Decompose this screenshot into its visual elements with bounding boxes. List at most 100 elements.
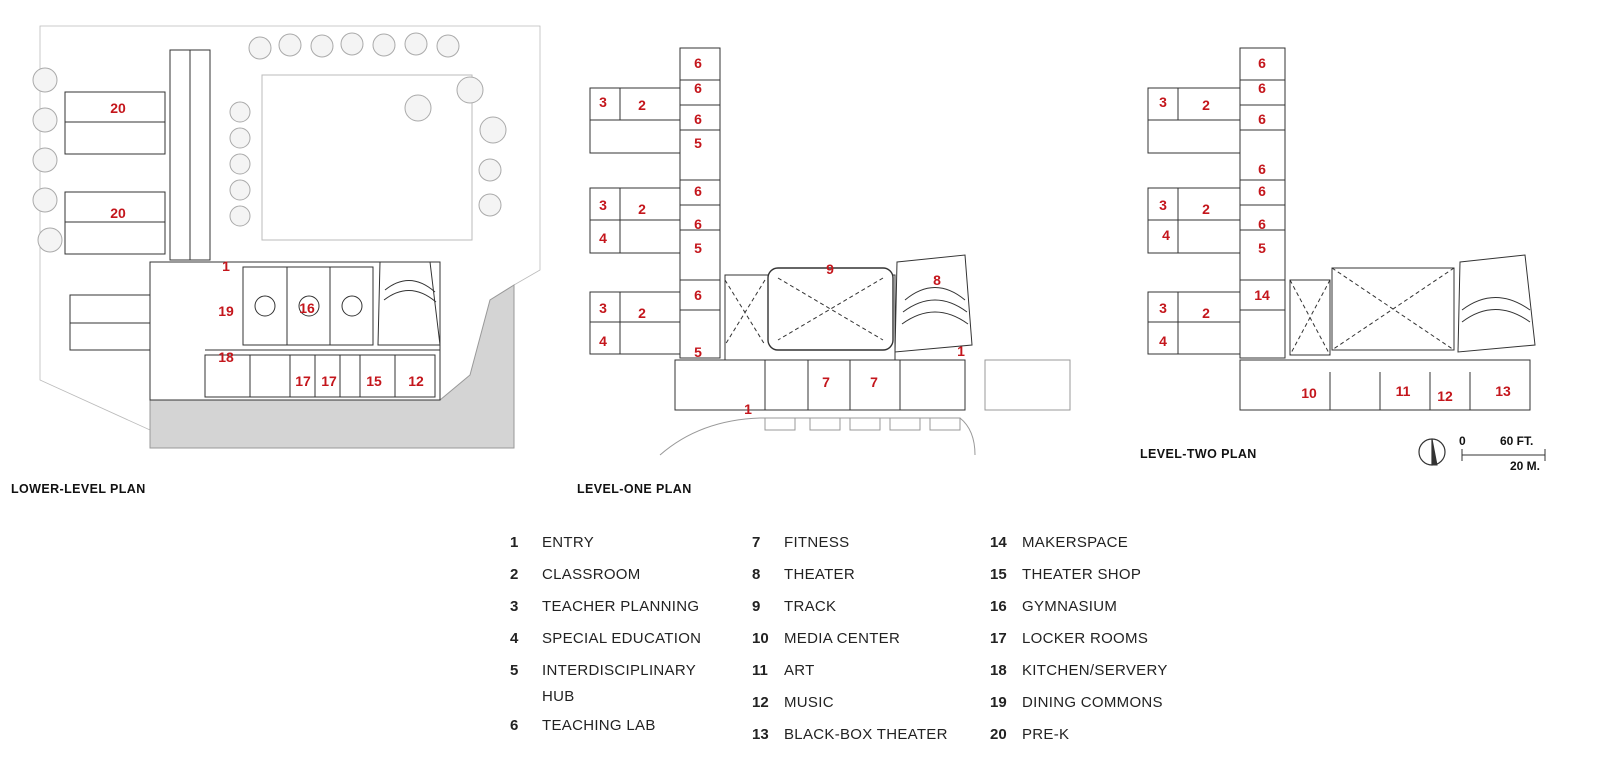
legend-number: 6 [510,717,519,734]
legend-number: 1 [510,534,519,551]
level-one-room-label: 1 [744,401,752,417]
level-one-room-label: 5 [694,344,702,360]
level-one-room-label: 5 [694,135,702,151]
lower-room-label: 12 [408,373,424,389]
legend-number: 17 [990,630,1007,647]
level-one-room-label: 7 [822,374,830,390]
legend-label: GYMNASIUM [1022,598,1118,615]
level-two-room-label: 6 [1258,161,1266,177]
level-one-room-label: 6 [694,55,702,71]
legend-number: 12 [752,694,769,711]
level-two-room-label: 2 [1202,201,1210,217]
scale-bar [1461,449,1546,461]
level-two-plan-title: LEVEL-TWO PLAN [1140,447,1257,461]
scale-feet-label: 60 FT. [1500,434,1534,448]
legend-label: INTERDISCIPLINARY HUB [542,662,696,705]
legend-number: 9 [752,598,761,615]
level-two-room-label: 12 [1437,388,1453,404]
level-one-room-label: 1 [957,343,965,359]
legend-number: 18 [990,662,1007,679]
north-arrow-icon [1418,438,1446,466]
level-two-room-label: 4 [1159,333,1167,349]
lower-room-label: 17 [295,373,311,389]
legend-item: 14 MAKERSPACE [990,527,1212,559]
legend-number: 11 [752,662,768,679]
legend-number: 14 [990,534,1007,551]
level-one-room-label: 6 [694,183,702,199]
lower-room-label: 1 [222,258,230,274]
level-two-room-label: 11 [1396,383,1411,399]
level-two-room-label: 14 [1254,287,1270,303]
level-one-room-label: 2 [638,305,646,321]
lower-room-label: 20 [110,100,126,116]
legend-label: ENTRY [542,534,595,551]
level-one-room-label: 6 [694,216,702,232]
legend-number: 15 [990,566,1007,583]
legend-item: 10 MEDIA CENTER [752,623,974,655]
legend-number: 4 [510,630,519,647]
legend-label: TRACK [784,598,837,615]
lower-room-label: 20 [110,205,126,221]
level-two-room-label: 6 [1258,111,1266,127]
legend-label: MEDIA CENTER [784,630,901,647]
lower-level-room-numbers: 20 20 1 19 16 18 17 17 15 12 [110,100,424,389]
legend-label: MAKERSPACE [1022,534,1129,551]
level-one-room-label: 3 [599,197,607,213]
scale-zero-label: 0 [1459,434,1466,448]
level-two-plan [1147,47,1536,411]
lower-room-label: 17 [321,373,337,389]
level-two-room-label: 6 [1258,183,1266,199]
level-one-room-label: 9 [826,261,834,277]
level-one-plan-title: LEVEL-ONE PLAN [577,482,692,496]
level-one-room-label: 7 [870,374,878,390]
legend-label: PRE-K [1022,726,1070,743]
legend-number: 19 [990,694,1007,711]
level-two-room-label: 5 [1258,240,1266,256]
scale-meters-label: 20 M. [1510,459,1541,473]
level-two-room-label: 6 [1258,216,1266,232]
level-one-room-label: 2 [638,97,646,113]
legend-number: 3 [510,598,519,615]
legend-number: 8 [752,566,761,583]
legend-number: 13 [752,726,769,743]
level-one-room-label: 5 [694,240,702,256]
legend-number: 10 [752,630,769,647]
level-two-room-label: 3 [1159,300,1167,316]
legend-number: 7 [752,534,761,551]
legend-number: 2 [510,566,519,583]
legend-item: 19 DINING COMMONS [990,687,1212,719]
level-two-room-label: 10 [1301,385,1317,401]
lower-level-plan [32,25,541,449]
level-one-plan [589,47,1071,456]
legend-label: THEATER SHOP [1022,566,1142,583]
level-two-room-label: 6 [1258,80,1266,96]
level-one-room-numbers: 6 3 2 6 6 5 3 2 6 4 6 5 9 8 3 2 6 4 5 1 … [599,55,965,417]
legend-item: 4 SPECIAL EDUCATION [510,623,732,655]
level-one-room-label: 6 [694,287,702,303]
level-two-room-label: 3 [1159,197,1167,213]
legend-item: 5 INTERDISCIPLINARY HUB [510,655,732,710]
lower-room-label: 15 [366,373,382,389]
legend-label: ART [784,662,815,679]
legend-label: SPECIAL EDUCATION [542,630,702,647]
level-one-room-label: 6 [694,80,702,96]
lower-room-label: 19 [218,303,234,319]
level-one-room-label: 8 [933,272,941,288]
legend-label: DINING COMMONS [1022,694,1163,711]
level-two-room-label: 2 [1202,97,1210,113]
legend-label: TEACHING LAB [542,717,656,734]
legend-item: 15 THEATER SHOP [990,559,1212,591]
legend-number: 5 [510,662,519,679]
legend-item: 9 TRACK [752,591,974,623]
